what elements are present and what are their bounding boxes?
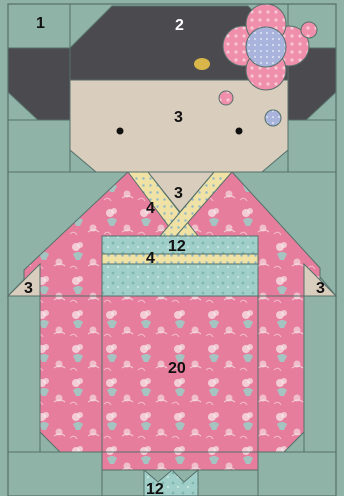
label-hair: 2 — [175, 17, 184, 34]
label-obi-stripe: 4 — [146, 250, 155, 267]
label-obi-band: 12 — [168, 238, 186, 255]
label-sleeve-right: 3 — [316, 280, 325, 297]
obi-lower — [102, 264, 258, 296]
bead-icon — [194, 58, 210, 70]
obi-stripe — [102, 254, 258, 264]
bottom-block-right — [258, 452, 336, 496]
side-strip-right — [304, 296, 336, 452]
label-neck: 3 — [174, 185, 183, 202]
face — [70, 80, 288, 172]
bead-icon — [265, 110, 281, 126]
label-corner: 1 — [36, 15, 45, 32]
label-collar: 4 — [146, 200, 155, 217]
eye-icon — [236, 128, 243, 135]
label-sleeve-left: 3 — [24, 280, 33, 297]
eye-icon — [117, 128, 124, 135]
label-bottom: 12 — [146, 481, 164, 496]
side-block-left — [8, 120, 70, 172]
bead-icon — [301, 22, 317, 38]
side-block-right — [288, 120, 336, 172]
bottom-block-left — [8, 452, 102, 496]
label-face: 3 — [174, 109, 183, 126]
bead-icon — [219, 91, 233, 105]
label-body: 20 — [168, 360, 186, 377]
kimono-lower — [102, 452, 258, 470]
side-strip-left — [8, 296, 40, 452]
